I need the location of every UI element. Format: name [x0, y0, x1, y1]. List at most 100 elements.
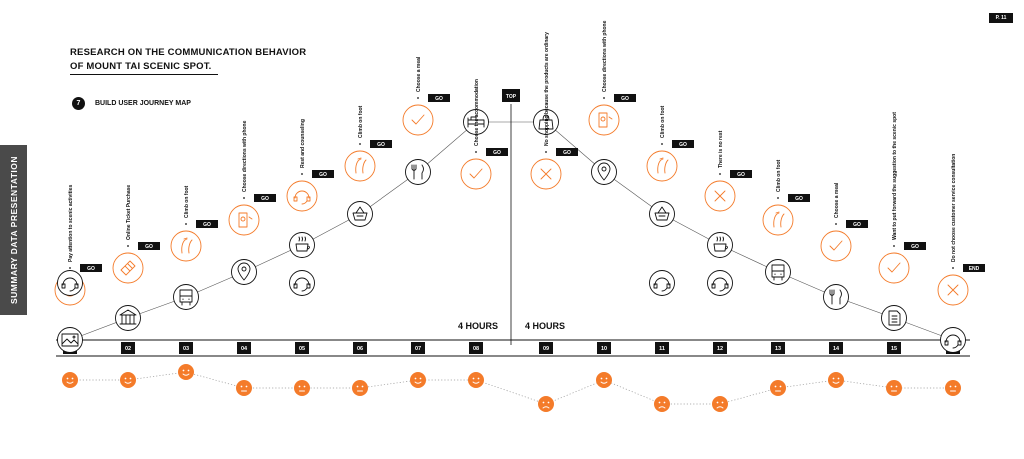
- emotion-face: [538, 396, 554, 412]
- stage-number-box: [179, 342, 193, 354]
- touchpoint-node: [707, 232, 733, 258]
- touchpoint-node: [289, 232, 315, 258]
- stage-number-box: [597, 342, 611, 354]
- section-heading: 7 BUILD USER JOURNEY MAP: [72, 97, 191, 110]
- stage-number-box: [121, 342, 135, 354]
- cross-icon: [714, 190, 726, 202]
- label-dot: [545, 151, 547, 153]
- bed-icon: [467, 116, 485, 128]
- stage-label: Climb on foot: [776, 159, 782, 192]
- headset-icon: [653, 277, 671, 292]
- touchpoint-node: [57, 327, 83, 353]
- action-circle: [762, 204, 794, 236]
- label-dot: [359, 143, 361, 145]
- stage-number-box: [469, 342, 483, 354]
- touchpoint-circle: [57, 327, 83, 353]
- go-tag-label: GO: [319, 172, 327, 178]
- check-icon: [469, 168, 483, 179]
- touchpoint-node: [347, 201, 373, 227]
- go-tag: [254, 194, 276, 202]
- action-node: [170, 230, 202, 262]
- stage-label: Choose directions with phone: [602, 20, 608, 92]
- hours-right: 4 HOURS: [525, 321, 565, 331]
- action-node: [402, 104, 434, 136]
- stage-label: There is no rest: [718, 130, 724, 168]
- touchpoint-circle: [463, 109, 489, 135]
- touchpoint-circle: [823, 284, 849, 310]
- stage-number-label: 10: [601, 346, 607, 352]
- emotion-curve: [70, 371, 953, 405]
- coffee-cup-icon: [295, 236, 310, 252]
- support-node: [707, 270, 733, 296]
- title-line-2: OF MOUNT TAI SCENIC SPOT.: [70, 61, 212, 72]
- title-underline: [70, 74, 218, 75]
- stage-number: 13: [771, 342, 785, 354]
- action-node: [344, 150, 376, 182]
- stage-number-label: 12: [717, 346, 723, 352]
- stage-number-label: 04: [241, 346, 248, 352]
- touchpoint-node: [823, 284, 849, 310]
- go-tag: [312, 170, 334, 178]
- stage-number-box: [713, 342, 727, 354]
- emotion-face: [468, 372, 484, 388]
- stage-label: Pay attention to scenic activities: [68, 185, 74, 262]
- touchpoint-circle: [940, 327, 966, 353]
- emotion-circle: [120, 372, 136, 388]
- bus-icon: [771, 264, 785, 281]
- stage-label: Climb on foot: [660, 105, 666, 138]
- label-dot: [719, 173, 721, 175]
- page-title: RESEARCH ON THE COMMUNICATION BEHAVIOR O…: [70, 46, 306, 74]
- stage-number: 11: [655, 342, 669, 354]
- touchpoint-node: [173, 284, 199, 310]
- ticket-icon: [120, 260, 136, 276]
- stage-number-label: 07: [415, 346, 421, 352]
- touchpoint-circle: [707, 232, 733, 258]
- emotion-circle: [236, 380, 252, 396]
- emotion-face: [178, 364, 194, 380]
- stage-number: 02: [121, 342, 135, 354]
- emotion-face: [828, 372, 844, 388]
- emotion-circle: [828, 372, 844, 388]
- stage-number: 06: [353, 342, 367, 354]
- stage-number-label: 14: [833, 346, 840, 352]
- fork-knife-icon: [411, 164, 424, 180]
- emotion-circle: [410, 372, 426, 388]
- action-node: [762, 204, 794, 236]
- ticket-gate-icon: [119, 309, 137, 325]
- location-pin-icon: [597, 162, 611, 181]
- stage-number: 05: [295, 342, 309, 354]
- emotion-circle: [770, 380, 786, 396]
- document-icon: [888, 310, 901, 326]
- check-icon: [887, 262, 901, 273]
- emotion-face: [410, 372, 426, 388]
- label-dot: [69, 267, 71, 269]
- stage-number-label: 02: [125, 346, 131, 352]
- stage-number-box: [655, 342, 669, 354]
- emotion-circle: [654, 396, 670, 412]
- stage-number: 15: [887, 342, 901, 354]
- stage-label: Online Ticket Purchase: [126, 185, 132, 240]
- go-tag-label: GO: [377, 142, 385, 148]
- go-tag: [846, 220, 868, 228]
- emotion-circle: [538, 396, 554, 412]
- go-tag: [788, 194, 810, 202]
- action-circle: [112, 252, 144, 284]
- label-dot: [417, 97, 419, 99]
- stage-number-label: 03: [183, 346, 189, 352]
- stage-number-label: 11: [659, 346, 665, 352]
- label-dot: [835, 223, 837, 225]
- go-tag: [196, 220, 218, 228]
- emotion-circle: [62, 372, 78, 388]
- support-node: [57, 270, 83, 296]
- action-circle: [588, 104, 620, 136]
- headset-icon: [293, 277, 311, 292]
- touchpoint-node: [649, 201, 675, 227]
- emotion-face: [236, 380, 252, 396]
- location-pin-icon: [237, 262, 251, 281]
- action-circle: [460, 158, 492, 190]
